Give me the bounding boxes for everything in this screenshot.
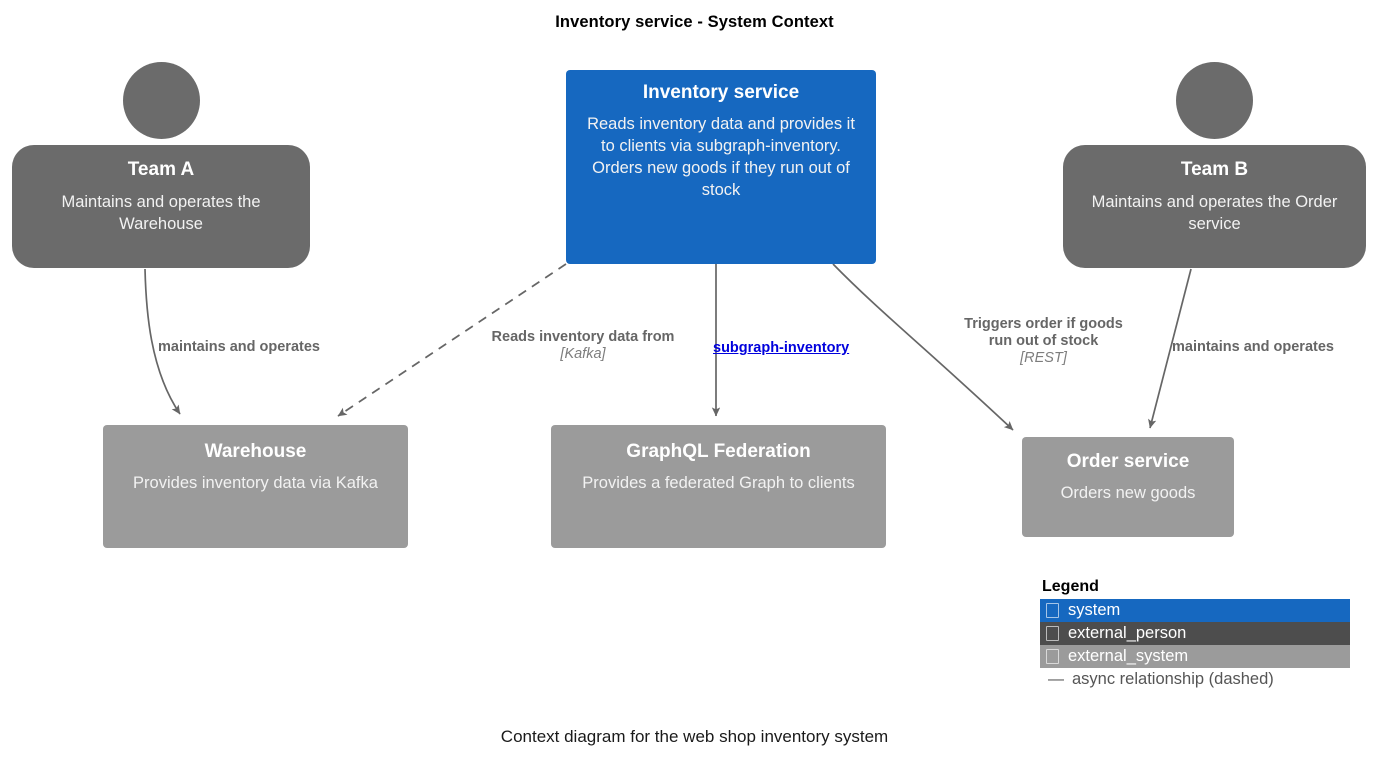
dashed-line-icon: — — [1048, 670, 1064, 688]
node-team-a-body: Team A Maintains and operates the Wareho… — [12, 145, 310, 268]
legend-item-external-system: external_system — [1040, 645, 1350, 668]
node-team-b[interactable]: Team B Maintains and operates the Order … — [1063, 62, 1366, 268]
legend-item-label: external_system — [1068, 647, 1189, 666]
edge-label-text: maintains and operates — [158, 339, 320, 355]
edge-label-text: maintains and operates — [1172, 339, 1334, 355]
node-inventory-service[interactable]: Inventory service Reads inventory data a… — [566, 70, 876, 264]
node-warehouse-name: Warehouse — [204, 441, 307, 462]
edge-label-inventory-warehouse: Reads inventory data from [Kafka] — [468, 329, 698, 363]
node-inventory-service-description: Reads inventory data and provides it to … — [587, 115, 855, 200]
legend: Legend system external_person external_s… — [1040, 578, 1350, 691]
edge-label-technology: [REST] — [1020, 350, 1067, 367]
edge-label-text-line2: run out of stock — [988, 333, 1099, 350]
swatch-icon — [1046, 649, 1059, 664]
edge-label-inventory-order: Triggers order if goods run out of stock… — [936, 316, 1151, 367]
node-order-service[interactable]: Order service Orders new goods — [1022, 437, 1234, 537]
edge-label-technology: [Kafka] — [560, 346, 606, 363]
person-head-icon — [123, 62, 200, 139]
legend-item-label: async relationship (dashed) — [1072, 670, 1274, 689]
node-graphql-federation-name: GraphQL Federation — [626, 441, 811, 462]
node-team-a-name: Team A — [127, 159, 195, 180]
edge-label-text-line1: Triggers order if goods — [964, 316, 1123, 332]
edge-label-link-text: subgraph-inventory — [713, 340, 850, 356]
edge-label-text: Reads inventory data from — [491, 329, 675, 345]
node-team-a[interactable]: Team A Maintains and operates the Wareho… — [12, 62, 310, 268]
swatch-icon — [1046, 603, 1059, 618]
diagram-caption: Context diagram for the web shop invento… — [500, 727, 889, 746]
legend-item-label: system — [1068, 601, 1121, 620]
node-warehouse[interactable]: Warehouse Provides inventory data via Ka… — [103, 425, 408, 548]
legend-item-label: external_person — [1068, 624, 1187, 643]
node-inventory-service-name: Inventory service — [642, 82, 800, 103]
node-order-service-name: Order service — [1066, 451, 1190, 472]
edge-label-team-b-order: maintains and operates — [1172, 339, 1387, 356]
person-head-icon — [1176, 62, 1253, 139]
legend-title: Legend — [1042, 578, 1099, 595]
edge-label-team-a-warehouse: maintains and operates — [158, 339, 368, 356]
node-team-b-body: Team B Maintains and operates the Order … — [1063, 145, 1366, 268]
edge-label-inventory-graphql[interactable]: subgraph-inventory — [713, 340, 888, 357]
legend-item-async-relationship: — async relationship (dashed) — [1040, 668, 1350, 691]
diagram-title: Inventory service - System Context — [555, 13, 834, 31]
node-team-b-name: Team B — [1180, 159, 1249, 180]
node-graphql-federation[interactable]: GraphQL Federation Provides a federated … — [551, 425, 886, 548]
node-team-b-description: Maintains and operates the Order service — [1091, 193, 1338, 234]
node-order-service-description: Orders new goods — [1060, 484, 1196, 503]
swatch-icon — [1046, 626, 1059, 641]
node-team-a-description: Maintains and operates the Warehouse — [61, 193, 261, 234]
legend-item-system: system — [1040, 599, 1350, 622]
node-graphql-federation-description: Provides a federated Graph to clients — [582, 474, 855, 493]
legend-item-external-person: external_person — [1040, 622, 1350, 645]
node-warehouse-description: Provides inventory data via Kafka — [133, 474, 378, 493]
